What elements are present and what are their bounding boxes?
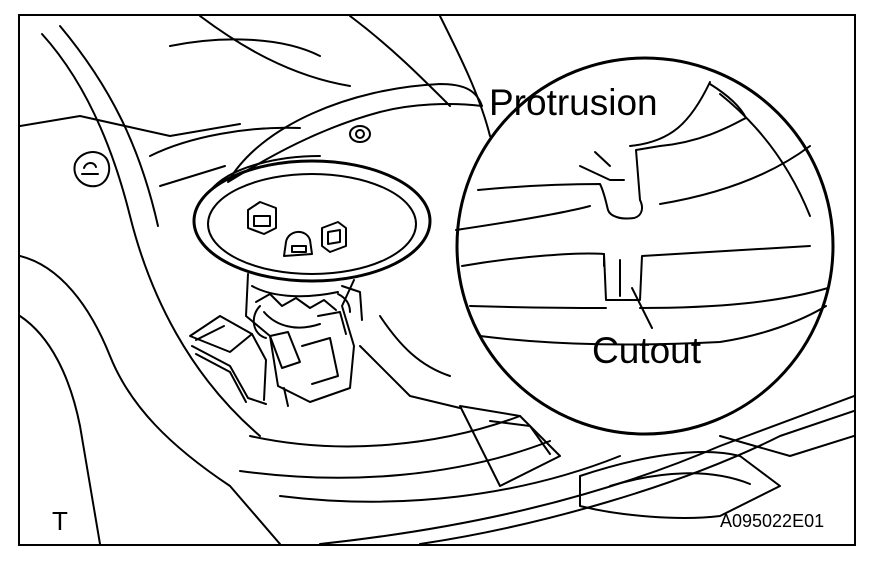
label-leader-lines [594, 151, 653, 329]
protrusion-label: Protrusion [489, 82, 658, 123]
magnified-detail [455, 56, 835, 436]
fuel-level-sender-arm [189, 315, 267, 405]
cutout-label: Cutout [592, 330, 702, 371]
figure-code: A095022E01 [720, 511, 825, 531]
corner-mark: T [52, 506, 68, 536]
bolt-head-icon [73, 151, 111, 188]
pump-connectors [247, 201, 347, 257]
fuel-pump-opening [192, 125, 432, 283]
vehicle-floor-lines [20, 16, 854, 544]
illustration-frame: Protrusion Cutout T A095022E01 [18, 14, 856, 546]
fuel-pump-installation-drawing [20, 16, 854, 544]
fuel-pump-body [245, 273, 363, 407]
callout-pointer [227, 83, 483, 183]
